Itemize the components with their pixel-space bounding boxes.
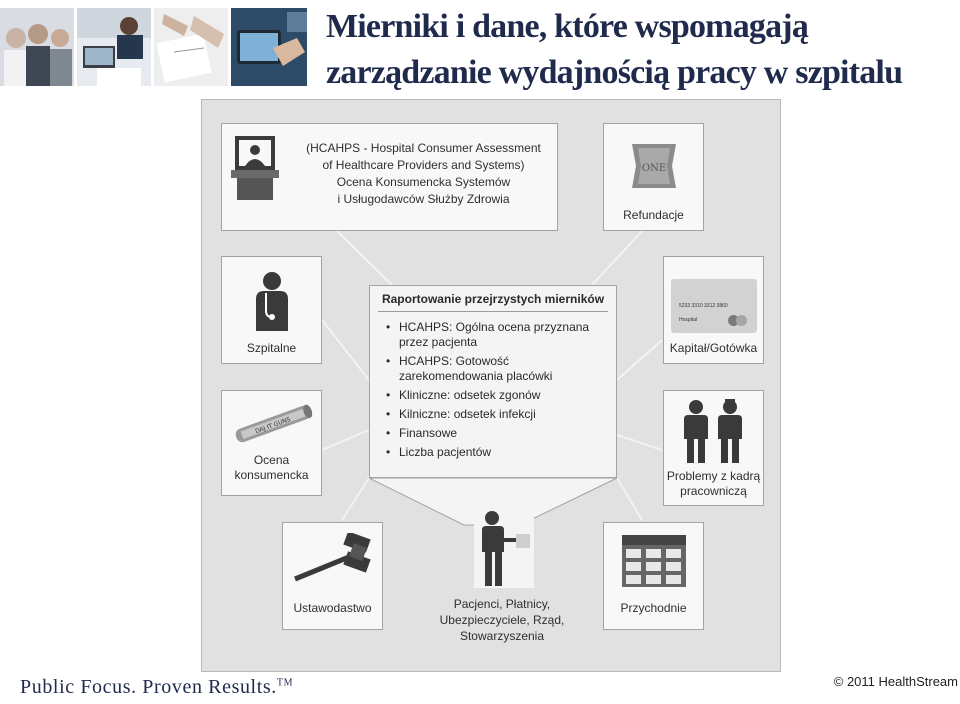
staff-icon (678, 399, 750, 469)
connector-lines (321, 230, 663, 526)
central-metrics-box: Raportowanie przejrzystych mierników HCA… (369, 285, 617, 478)
hcahps-line-1: (HCAHPS - Hospital Consumer Assessment (306, 141, 541, 155)
gavel-icon (289, 531, 379, 593)
page-title: Mierniki i dane, które wspomagają zarząd… (326, 4, 956, 96)
calendar-icon (622, 535, 686, 591)
hcahps-box: (HCAHPS - Hospital Consumer Assessment o… (221, 123, 558, 231)
capital-label: Kapitał/Gotówka (669, 341, 758, 355)
money-roll-icon: ONE (626, 138, 682, 198)
staff-line-1: Problemy z kadrą (666, 469, 761, 483)
consumer-line-2: konsumencka (234, 468, 309, 482)
consumer-label: Ocena konsumencka (222, 453, 321, 483)
scroll-icon: DAJ IT GUNS (230, 403, 316, 449)
stakeholders-label: Pacjenci, Płatnicy, Ubezpieczyciele, Rzą… (427, 596, 577, 644)
hcahps-line-2: of Healthcare Providers and Systems) (322, 158, 525, 172)
stakeholders-line-1: Pacjenci, Płatnicy, (453, 597, 551, 611)
photo-paperwork-icon (154, 8, 228, 86)
staff-label: Problemy z kadrą pracowniczą (664, 469, 763, 499)
law-label: Ustawodastwo (293, 601, 372, 615)
hospital-label: Szpitalne (246, 341, 297, 355)
photo-laptop-meeting-icon (77, 8, 151, 86)
hospital-box: Szpitalne (221, 256, 322, 364)
slogan-text: Public Focus. Proven Results. (20, 676, 277, 698)
central-metric-item: Kliniczne: odsetek zgonów (386, 388, 599, 403)
central-metric-item: Kilniczne: odsetek infekcji (386, 407, 599, 422)
stakeholders-line-3: Stowarzyszenia (459, 629, 545, 643)
revenue-label: Przychodnie (620, 601, 687, 615)
copyright-notice: © 2011 HealthStream (833, 674, 958, 689)
presenter-icon (474, 508, 534, 593)
revenue-box: Przychodnie (603, 522, 704, 630)
svg-text:ONE: ONE (642, 163, 666, 174)
central-metrics-list: HCAHPS: Ogólna ocena przyznana przez pac… (386, 320, 599, 464)
central-metric-item: Finansowe (386, 426, 599, 441)
trademark-mark: TM (276, 677, 294, 689)
central-metric-item: HCAHPS: Gotowość zarekomendowania placów… (386, 354, 599, 384)
title-line-2: zarządzanie wydajnością pracy w szpitalu (326, 54, 903, 91)
hcahps-line-3: Ocena Konsumencka Systemów (336, 175, 511, 189)
central-title: Raportowanie przejrzystych mierników (378, 292, 608, 312)
consumer-line-1: Ocena (253, 453, 290, 467)
hcahps-line-4: i Usługodawców Służby Zdrowia (337, 192, 510, 206)
stakeholders-line-2: Ubezpieczyciele, Rząd, (439, 613, 565, 627)
footer-slogan: Public Focus. Proven Results.TM (20, 676, 293, 699)
header-photo-strip (0, 8, 308, 86)
refunds-box: ONE Refundacje (603, 123, 704, 231)
staff-line-2: pracowniczą (680, 484, 747, 498)
doctor-icon (252, 271, 292, 335)
law-box: Ustawodastwo (282, 522, 383, 630)
staff-box: Problemy z kadrą pracowniczą (663, 390, 764, 506)
card-name: Hospital (679, 317, 698, 323)
title-line-1: Mierniki i dane, które wspomagają (326, 8, 809, 45)
photo-doctors-icon (0, 8, 74, 86)
capital-box: 5233 3310 3312 3860 Hospital Kapitał/Got… (663, 256, 764, 364)
photo-tablet-icon (231, 8, 307, 86)
central-metric-item: Liczba pacjentów (386, 445, 599, 460)
hcahps-screen-icon (231, 136, 291, 206)
central-metric-item: HCAHPS: Ogólna ocena przyznana przez pac… (386, 320, 599, 350)
card-number: 5233 3310 3312 3860 (679, 303, 728, 309)
refunds-label: Refundacje (623, 208, 684, 222)
metrics-diagram: (HCAHPS - Hospital Consumer Assessment o… (201, 99, 781, 672)
credit-card-icon: 5233 3310 3312 3860 Hospital (671, 279, 757, 333)
consumer-box: DAJ IT GUNS Ocena konsumencka (221, 390, 322, 496)
